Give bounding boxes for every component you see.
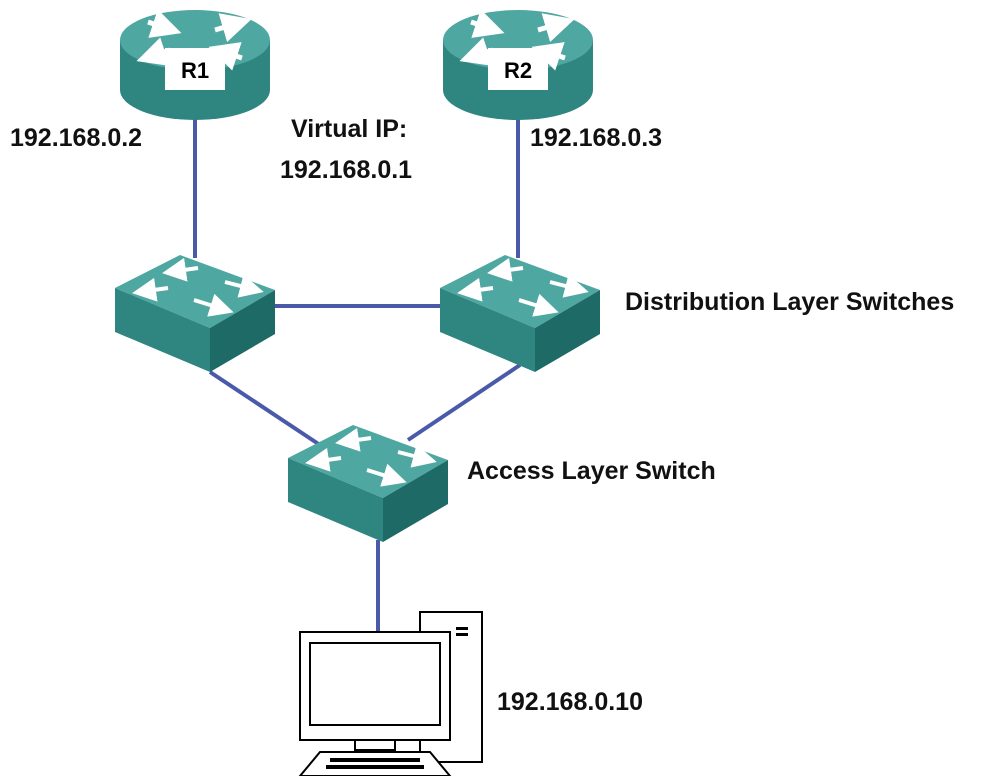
switch-front xyxy=(440,288,535,372)
virtual-ip-title: Virtual IP: xyxy=(291,115,408,143)
link-dist-right-access xyxy=(406,363,522,442)
pc[interactable] xyxy=(298,611,483,776)
switch-front xyxy=(288,458,383,542)
links xyxy=(193,118,522,640)
access-switch[interactable] xyxy=(288,425,448,542)
pc-screen xyxy=(309,642,441,726)
link-dist-left-access xyxy=(208,370,322,447)
keyboard-keys xyxy=(326,758,424,769)
pc-tower-slot xyxy=(456,633,468,636)
router-r2[interactable]: R2 xyxy=(443,9,593,120)
switch-top xyxy=(288,425,448,498)
switch-arrows-icon xyxy=(132,257,264,317)
switch-top xyxy=(440,255,600,328)
pc-stand xyxy=(354,739,396,751)
distribution-switch-right[interactable] xyxy=(440,255,600,372)
distribution-layer-label: Distribution Layer Switches xyxy=(625,288,955,316)
switch-side xyxy=(535,290,600,372)
router-r1-label: R1 xyxy=(181,58,209,83)
pc-tower-slot xyxy=(456,627,468,630)
switch-side xyxy=(383,460,448,542)
access-layer-label: Access Layer Switch xyxy=(467,457,716,485)
switch-top xyxy=(115,255,275,328)
router-r1[interactable]: R1 xyxy=(120,9,270,120)
router-label-box xyxy=(488,48,548,90)
switch-front xyxy=(115,288,210,372)
keyboard-icon xyxy=(298,751,452,776)
r1-ip-label: 192.168.0.2 xyxy=(10,124,143,152)
router-label-box xyxy=(165,48,225,90)
r2-ip-label: 192.168.0.3 xyxy=(530,124,663,152)
pc-ip-label: 192.168.0.10 xyxy=(497,688,643,716)
switch-side xyxy=(210,290,275,372)
router-r2-label: R2 xyxy=(504,58,532,83)
switch-arrows-icon xyxy=(457,257,589,317)
distribution-switch-left[interactable] xyxy=(115,255,275,372)
virtual-ip-value: 192.168.0.1 xyxy=(280,156,413,184)
switch-arrows-icon xyxy=(305,427,437,487)
